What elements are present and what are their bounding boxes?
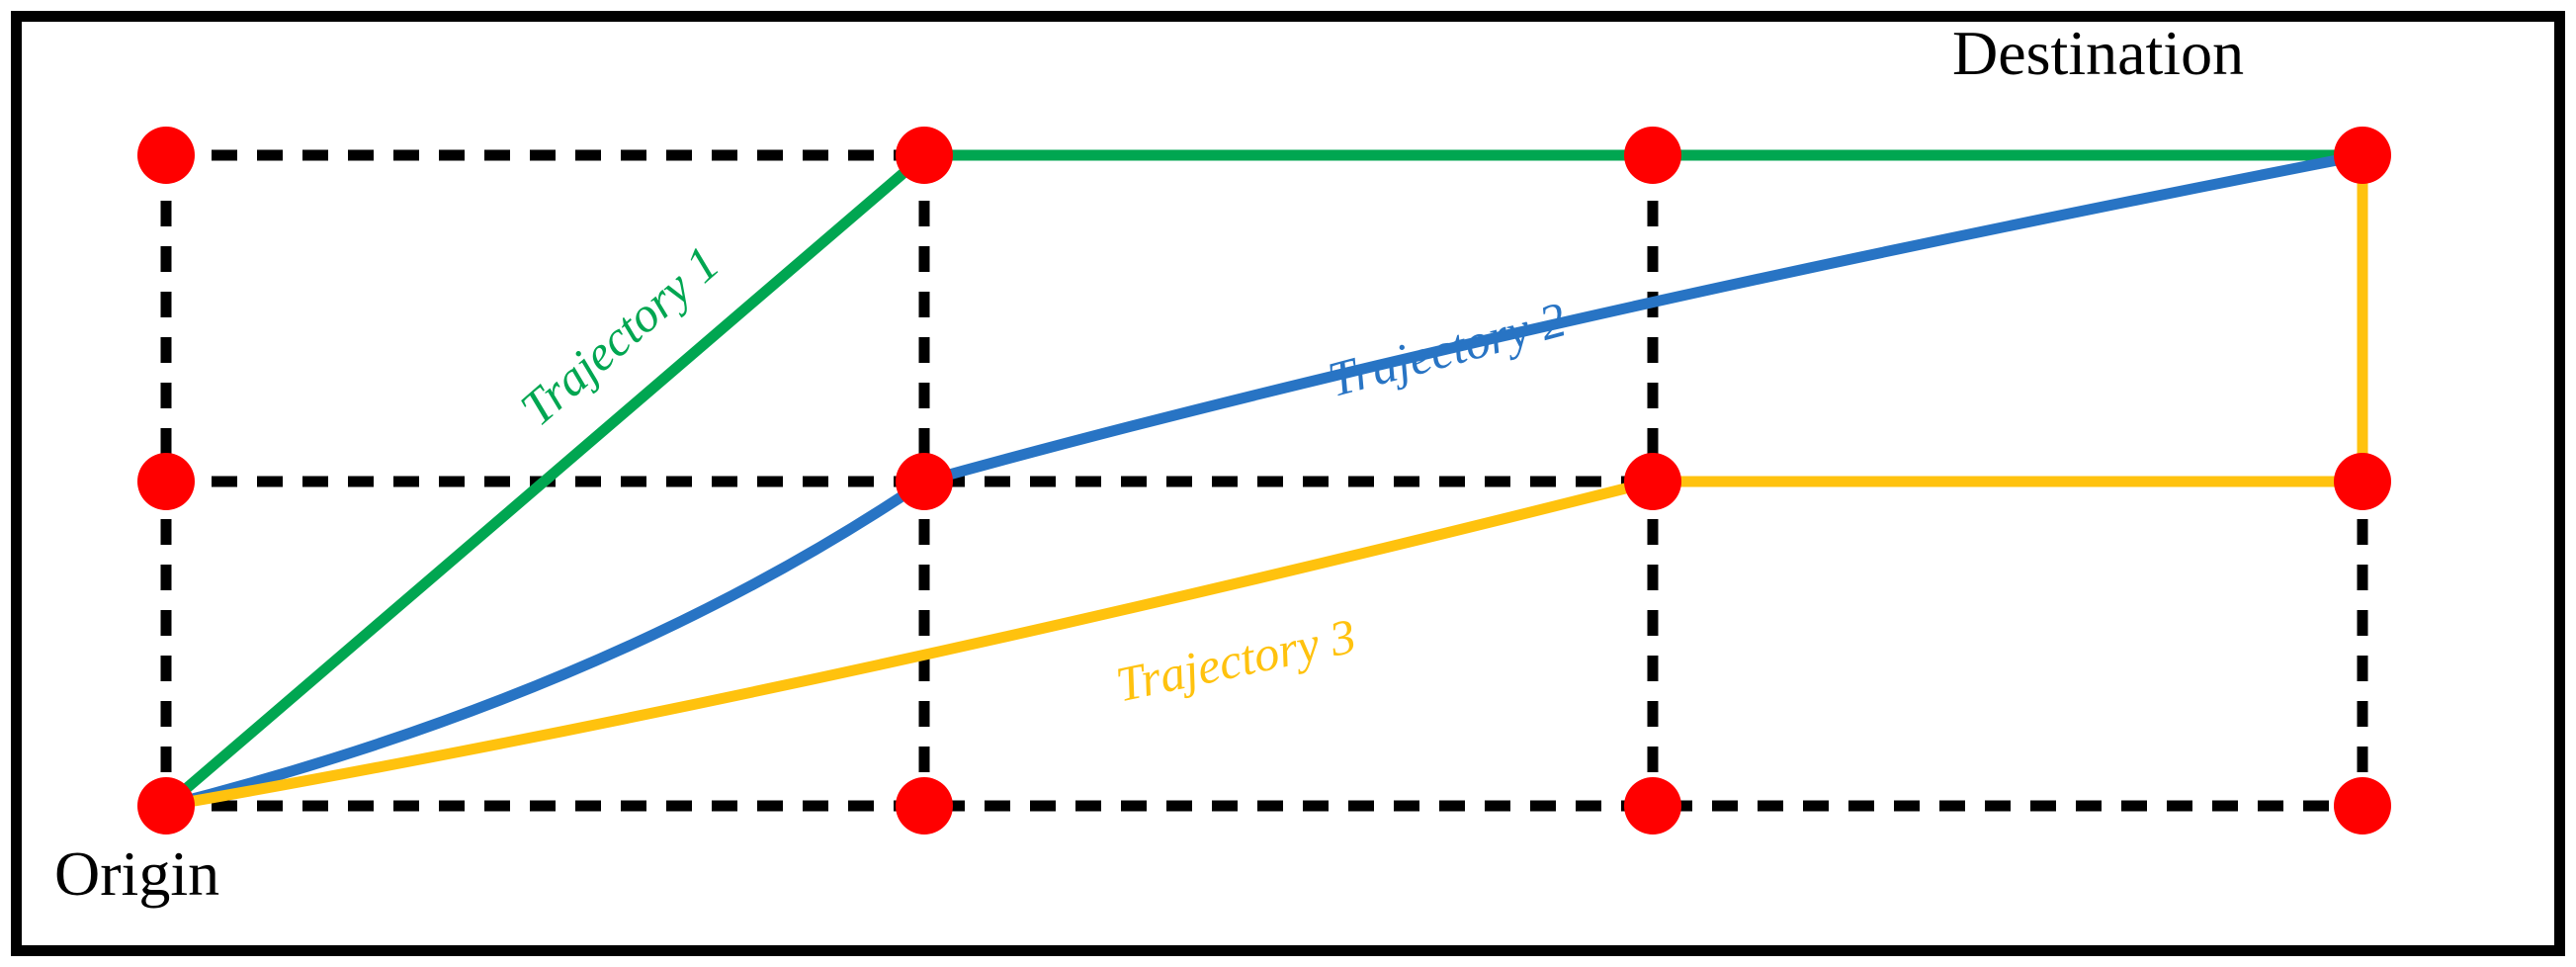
waypoint-node-c1r3[interactable]: [137, 777, 195, 835]
trajectory-path-2[interactable]: [160, 149, 2368, 812]
waypoint-node-c1r1[interactable]: [137, 127, 195, 184]
waypoint-node-c4r1[interactable]: [2334, 127, 2391, 184]
waypoint-node-c4r2[interactable]: [2334, 453, 2391, 510]
waypoint-node-c1r2[interactable]: [137, 453, 195, 510]
waypoint-node-c2r2[interactable]: [896, 453, 953, 510]
waypoint-node-c3r2[interactable]: [1624, 453, 1681, 510]
waypoint-node-c4r3[interactable]: [2334, 777, 2391, 835]
waypoint-node-c3r1[interactable]: [1624, 127, 1681, 184]
waypoint-node-c2r3[interactable]: [896, 777, 953, 835]
waypoint-node-c2r1[interactable]: [896, 127, 953, 184]
grid-nodes-group: [137, 127, 2391, 835]
origin-label: Origin: [54, 838, 220, 909]
waypoint-node-c3r3[interactable]: [1624, 777, 1681, 835]
trajectory-path-3[interactable]: [160, 149, 2368, 812]
trajectory-paths-group: [160, 149, 2368, 812]
destination-label: Destination: [1952, 18, 2245, 88]
trajectory-path-1[interactable]: [160, 149, 2368, 812]
